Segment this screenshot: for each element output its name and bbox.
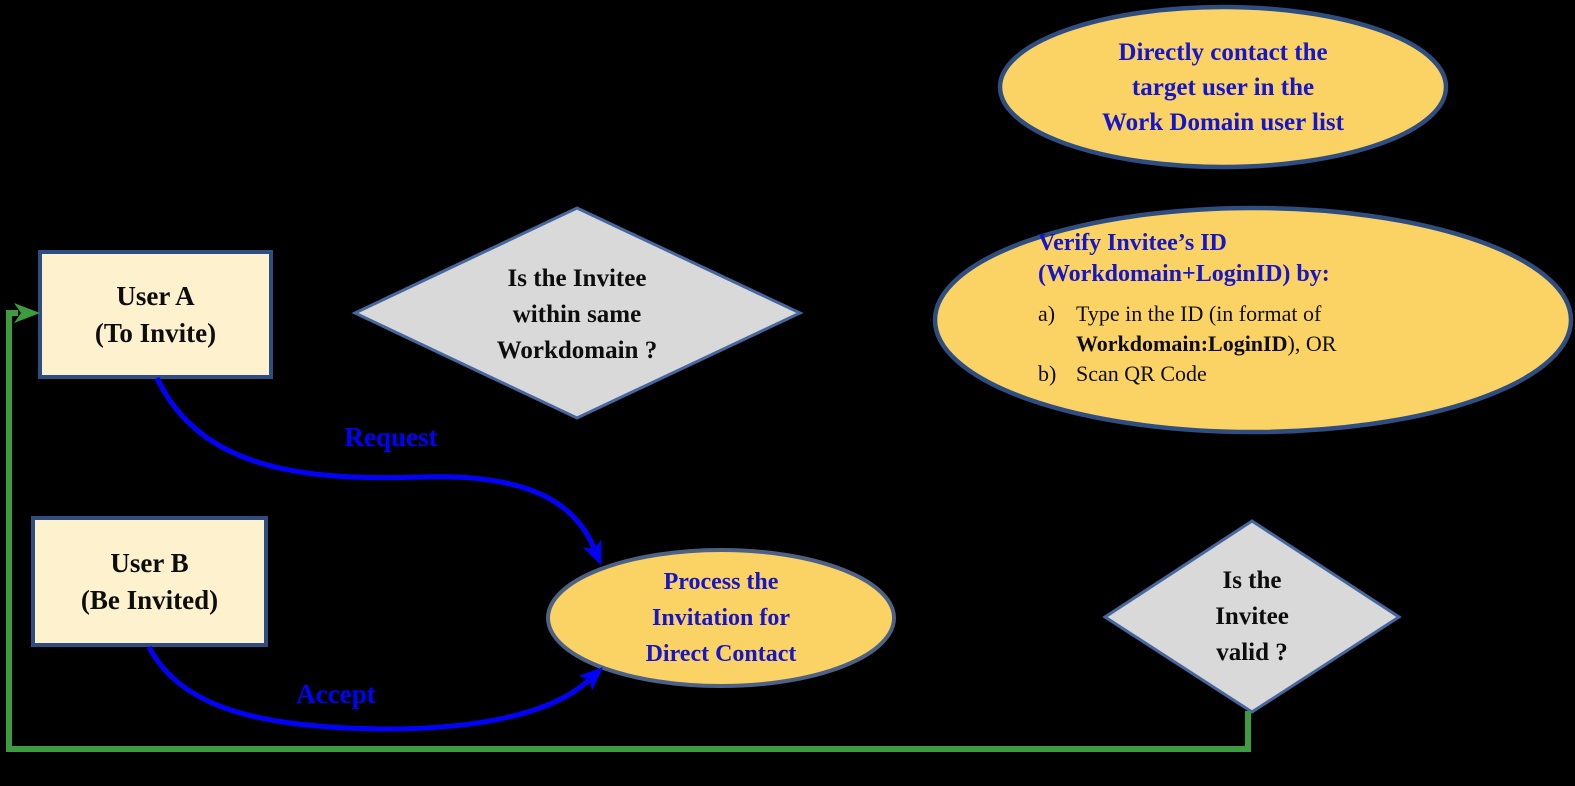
same-workdomain-line1: Is the Invitee	[507, 265, 647, 292]
process-line2: Invitation for	[652, 605, 790, 631]
user-b-label: User B (Be Invited)	[33, 518, 266, 645]
direct-contact-line2: target user in the	[1131, 73, 1315, 101]
verify-invitee-ellipse	[932, 205, 1574, 435]
verify-item-b-marker: b)	[1038, 361, 1057, 386]
accept-edge-label: Accept	[296, 679, 376, 709]
verify-title-line1: Verify Invitee’s ID	[1038, 230, 1227, 256]
verify-item-a-bold: Workdomain:LoginID	[1076, 331, 1288, 356]
accept-arrow	[146, 645, 604, 732]
verify-item-a-marker: a)	[1038, 301, 1056, 326]
verify-title: Verify Invitee’s ID (Workdomain+LoginID)…	[1038, 228, 1498, 290]
verify-item-a-text: Type in the ID (in format of Workdomain:…	[1076, 299, 1336, 359]
process-invitation-label: Process the Invitation for Direct Contac…	[571, 564, 871, 672]
same-workdomain-label: Is the Invitee within same Workdomain ?	[417, 260, 737, 370]
direct-contact-label: Directly contact the target user in the …	[1023, 34, 1423, 140]
direct-contact-line1: Directly contact the	[1118, 38, 1328, 66]
same-workdomain-line2: within same	[512, 301, 642, 328]
process-invitation-ellipse	[546, 548, 896, 688]
verify-item-b: b) Scan QR Code	[1038, 359, 1498, 389]
same-workdomain-line3: Workdomain ?	[496, 337, 658, 364]
valid-to-usera-connector	[6, 303, 1251, 752]
invitee-valid-line3: valid ?	[1216, 639, 1288, 666]
invitee-valid-label: Is the Invitee valid ?	[1152, 562, 1352, 672]
user-a-box	[38, 250, 273, 379]
verify-method-list: a) Type in the ID (in format of Workdoma…	[1038, 299, 1498, 389]
verify-item-a-line1: Type in the ID (in format of	[1076, 301, 1322, 326]
user-b-box	[31, 516, 268, 647]
verify-invitee-label: Verify Invitee’s ID (Workdomain+LoginID)…	[1038, 228, 1498, 389]
invitee-valid-line2: Invitee	[1215, 603, 1289, 630]
verify-item-a-suffix: ), OR	[1287, 331, 1337, 356]
user-a-line2: (To Invite)	[94, 317, 217, 348]
direct-contact-line3: Work Domain user list	[1102, 108, 1344, 136]
invitee-valid-line1: Is the	[1222, 567, 1282, 594]
request-edge-label: Request	[344, 422, 438, 452]
direct-contact-ellipse	[997, 4, 1449, 170]
invitee-valid-diamond	[1102, 519, 1402, 714]
verify-item-b-text: Scan QR Code	[1076, 361, 1207, 386]
process-line3: Direct Contact	[645, 641, 797, 667]
request-arrow	[154, 376, 602, 566]
user-a-line1: User A	[116, 280, 195, 311]
process-line1: Process the	[663, 569, 779, 595]
verify-title-line2: (Workdomain+LoginID) by:	[1038, 261, 1330, 287]
user-a-label: User A (To Invite)	[40, 252, 271, 377]
user-b-line1: User B	[110, 547, 189, 578]
verify-item-a: a) Type in the ID (in format of Workdoma…	[1038, 299, 1498, 359]
user-b-line2: (Be Invited)	[80, 584, 219, 615]
same-workdomain-diamond	[351, 206, 804, 420]
